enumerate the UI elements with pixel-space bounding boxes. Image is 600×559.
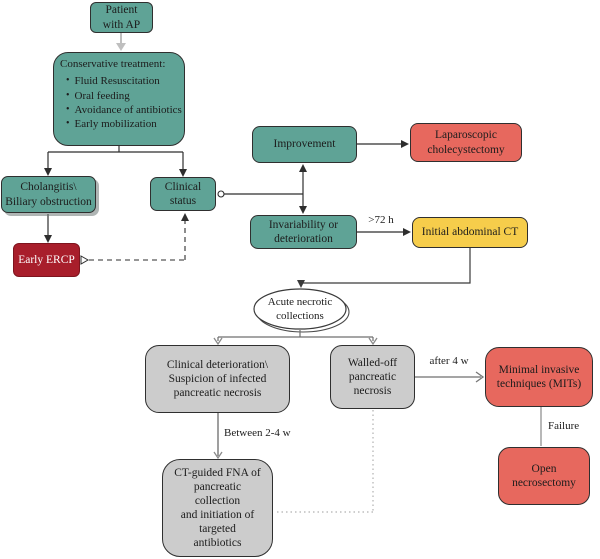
node-clinical-deterioration-label: Clinical deterioration\ Suspicion of inf… — [166, 358, 269, 399]
node-laparoscopic-label: Laparoscopic cholecystectomy — [427, 129, 505, 156]
node-walled-off-label: Walled-off pancreatic necrosis — [347, 356, 398, 397]
node-improvement-label: Improvement — [273, 138, 336, 151]
node-open-necrosectomy-label: Open necrosectomy — [512, 462, 576, 489]
node-mits-label: Minimal invasive techniques (MITs) — [496, 363, 582, 390]
edge-label-after-4w: after 4 w — [429, 355, 469, 367]
edge-label-over-72h: >72 h — [368, 214, 394, 226]
node-patient-with-ap: Patient with AP — [90, 2, 153, 33]
node-cholangitis-label: Cholangitis\ Biliary obstruction — [5, 181, 92, 208]
node-invariability-label: Invariability or deterioration — [268, 218, 339, 245]
arrow-collections-split — [213, 330, 378, 346]
node-patient-label: Patient with AP — [102, 4, 141, 31]
bullet-item: Avoidance of antibiotics — [64, 103, 182, 117]
arrow-patient-to-conservative — [116, 33, 126, 51]
arrow-deterioration-to-fna — [213, 413, 223, 460]
node-clinical-status: Clinical status — [150, 177, 216, 211]
node-collections-label: Acute necrotic collections — [267, 295, 333, 322]
arrow-improvement-to-laparoscopic — [357, 140, 409, 148]
dotted-walledoff-to-fna — [274, 410, 374, 513]
edge-label-between-2-4w: Between 2-4 w — [224, 427, 291, 439]
node-ct-guided-fna: CT-guided FNA of pancreatic collection a… — [162, 459, 273, 557]
bullet-item: Oral feeding — [64, 89, 182, 103]
node-clinical-deterioration-suspicion: Clinical deterioration\ Suspicion of inf… — [145, 345, 290, 413]
arrow-ct-to-collections — [297, 248, 471, 288]
collections-ellipse — [253, 288, 350, 333]
node-laparoscopic-cholecystectomy: Laparoscopic cholecystectomy — [410, 123, 522, 162]
node-early-ercp: Early ERCP — [13, 243, 80, 277]
arrow-walledoff-to-mits — [415, 371, 485, 383]
arrow-invariability-to-ct — [357, 228, 411, 236]
edge-label-failure: Failure — [548, 420, 580, 432]
node-cholangitis-biliary-obstruction: Cholangitis\ Biliary obstruction — [1, 176, 96, 213]
node-early-ercp-label: Early ERCP — [18, 253, 75, 266]
node-fna-label: CT-guided FNA of pancreatic collection a… — [174, 466, 261, 550]
node-acute-necrotic-collections: Acute necrotic collections — [253, 291, 347, 328]
arrow-ercp-to-clinical-status-dashed — [80, 213, 189, 265]
conservative-title: Conservative treatment: — [60, 58, 166, 70]
node-initial-abdominal-ct: Initial abdominal CT — [412, 217, 528, 248]
arrow-conservative-split — [44, 146, 187, 177]
node-clinical-status-label: Clinical status — [164, 180, 202, 207]
node-walled-off-pancreatic-necrosis: Walled-off pancreatic necrosis — [330, 345, 415, 409]
node-minimal-invasive-techniques: Minimal invasive techniques (MITs) — [485, 347, 593, 407]
node-improvement: Improvement — [252, 126, 357, 163]
bullet-item: Fluid Resuscitation — [64, 74, 182, 88]
bullet-item: Early mobilization — [64, 117, 182, 131]
node-conservative-treatment: Conservative treatment: Fluid Resuscitat… — [53, 52, 185, 146]
node-invariability-or-deterioration: Invariability or deterioration — [250, 215, 357, 249]
conservative-bullet-list: Fluid Resuscitation Oral feeding Avoidan… — [60, 74, 182, 131]
node-initial-ct-label: Initial abdominal CT — [421, 226, 519, 239]
connector-clinical-status — [217, 164, 307, 214]
node-open-necrosectomy: Open necrosectomy — [498, 447, 590, 505]
arrow-cholangitis-to-ercp — [44, 214, 52, 243]
